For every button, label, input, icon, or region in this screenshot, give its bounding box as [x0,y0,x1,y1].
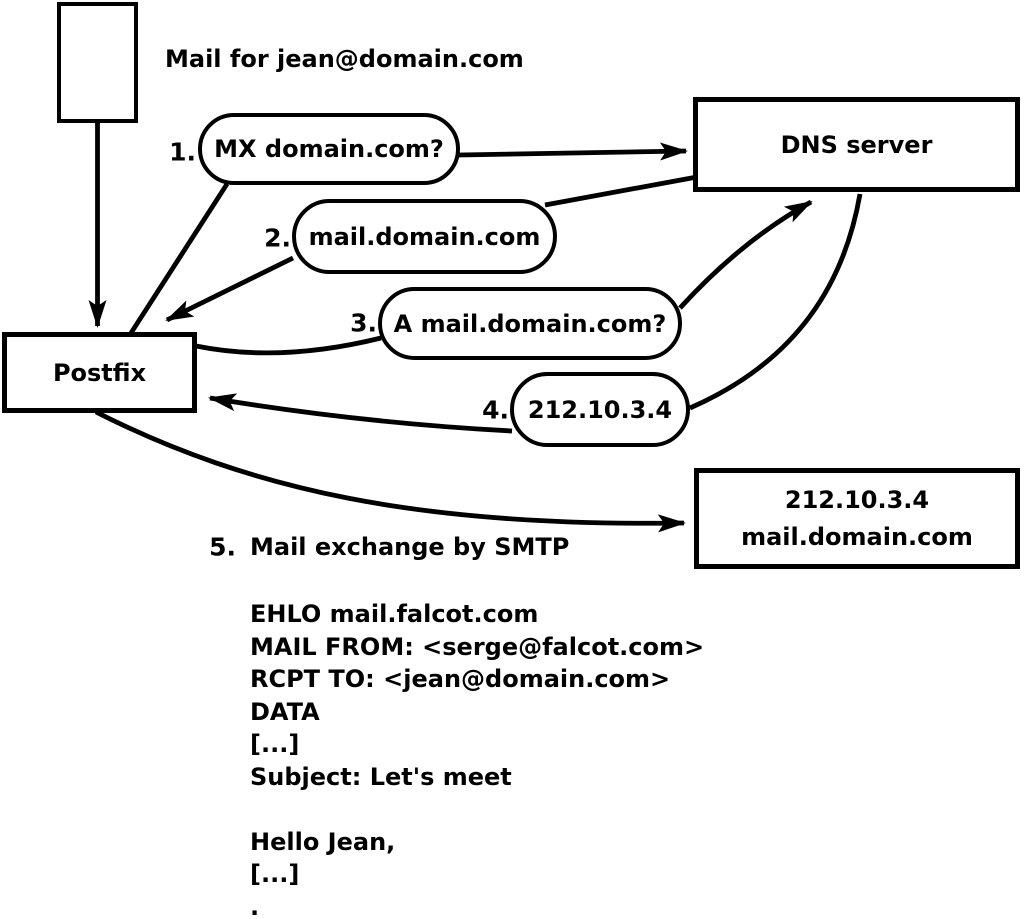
line-dns-to-a-reply [689,193,863,411]
mail-envelope-shape [57,2,138,123]
query-mx-pill: MX domain.com? [198,113,460,185]
query-a-label: A mail.domain.com? [393,309,667,338]
reply-a-pill: 212.10.3.4 [510,372,690,447]
reply-a-label: 212.10.3.4 [527,395,673,424]
dns-server-node: DNS server [693,97,1020,192]
reply-mx-label: mail.domain.com [308,222,541,251]
step-1-number: 1. [169,137,196,167]
reply-mx-pill: mail.domain.com [292,199,557,274]
mail-server-node: 212.10.3.4 mail.domain.com [694,468,1020,569]
postfix-node: Postfix [2,332,197,413]
line-dns-to-mx-reply [544,174,698,208]
mail-for-label: Mail for jean@domain.com [165,45,524,73]
step-5-number: 5. [209,532,236,562]
mail-server-ip: 212.10.3.4 [784,485,930,514]
arrow-mx-reply-to-postfix [165,255,295,323]
step-4-number: 4. [482,395,509,425]
postfix-label: Postfix [52,358,147,387]
arrow-a-query-to-dns [678,199,813,310]
query-a-pill: A mail.domain.com? [378,287,682,360]
arrow-mx-query-to-dns [458,142,688,161]
step-2-number: 2. [264,223,291,253]
line-postfix-to-mx-query [128,182,230,335]
arrow-postfix-to-mailserver [94,409,686,533]
mail-server-hostname: mail.domain.com [741,522,973,551]
dns-server-label: DNS server [780,130,933,159]
line-postfix-to-a-query [195,335,382,356]
smtp-session-transcript: EHLO mail.falcot.com MAIL FROM: <serge@f… [250,600,705,919]
step-3-number: 3. [350,308,377,338]
smtp-exchange-label: Mail exchange by SMTP [250,533,570,561]
query-mx-label: MX domain.com? [214,135,444,163]
arrow-a-reply-to-postfix [208,393,513,434]
